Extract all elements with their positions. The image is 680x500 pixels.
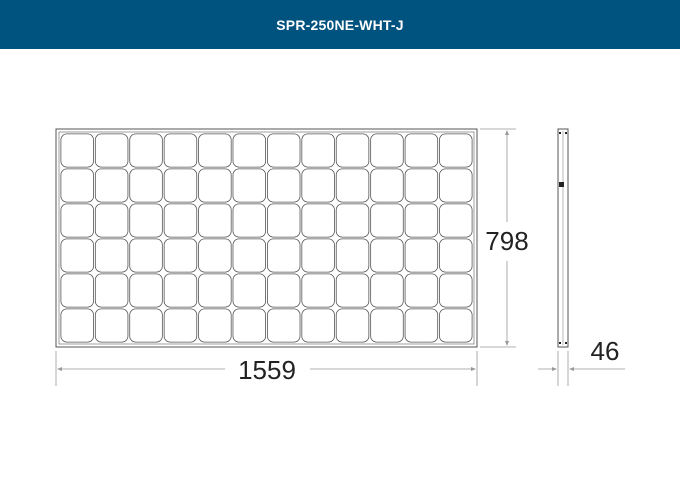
solar-cell (335, 273, 370, 308)
solar-cell (370, 203, 404, 238)
solar-cell (439, 273, 473, 308)
solar-cell (301, 238, 335, 273)
solar-cell (232, 308, 266, 343)
height-arrow-top (505, 130, 509, 135)
solar-cell (198, 273, 232, 308)
height-label: 798 (485, 226, 528, 256)
solar-cell (129, 203, 163, 238)
solar-cell (335, 133, 370, 168)
depth-arrow-left (552, 367, 557, 371)
panel-side-view (557, 128, 569, 348)
solar-cell (198, 203, 232, 238)
cell-grid (60, 133, 473, 343)
solar-cell (404, 168, 439, 203)
solar-cell (94, 203, 129, 238)
side-mark-top-right (565, 132, 567, 134)
width-dimension: 1559 (55, 351, 478, 386)
solar-cell (266, 308, 301, 343)
solar-cell (232, 133, 266, 168)
solar-cell (60, 168, 94, 203)
solar-cell (266, 238, 301, 273)
junction-box-mark (559, 182, 564, 187)
solar-cell (60, 238, 94, 273)
solar-cell (232, 168, 266, 203)
solar-cell (335, 238, 370, 273)
solar-cell (335, 168, 370, 203)
solar-cell (129, 308, 163, 343)
solar-cell (163, 308, 198, 343)
solar-cell (129, 238, 163, 273)
solar-cell (335, 203, 370, 238)
solar-cell (60, 203, 94, 238)
panel-outer-frame (55, 128, 478, 348)
solar-cell (370, 133, 404, 168)
depth-dimension: 46 (538, 336, 625, 386)
solar-cell (370, 238, 404, 273)
solar-cell (404, 238, 439, 273)
solar-cell (94, 168, 129, 203)
solar-cell (129, 273, 163, 308)
solar-cell (335, 308, 370, 343)
height-dimension: 798 (480, 128, 529, 348)
solar-cell (301, 133, 335, 168)
solar-cell (370, 273, 404, 308)
width-arrow-left (57, 367, 62, 371)
solar-cell (232, 273, 266, 308)
solar-cell (439, 203, 473, 238)
width-arrow-right (471, 367, 476, 371)
solar-cell (198, 308, 232, 343)
solar-cell (163, 238, 198, 273)
solar-cell (60, 308, 94, 343)
side-mark-bottom-left (559, 342, 561, 344)
solar-cell (439, 168, 473, 203)
model-title: SPR-250NE-WHT-J (276, 16, 404, 33)
solar-cell (94, 238, 129, 273)
solar-cell (301, 273, 335, 308)
solar-cell (266, 273, 301, 308)
side-view-frame (557, 128, 569, 348)
solar-cell (94, 308, 129, 343)
solar-cell (370, 308, 404, 343)
solar-cell (129, 168, 163, 203)
diagram-area: 798 1559 (0, 49, 680, 500)
solar-cell (266, 168, 301, 203)
solar-cell (439, 238, 473, 273)
solar-cell (301, 203, 335, 238)
solar-cell (439, 133, 473, 168)
depth-arrow-right (569, 367, 574, 371)
solar-cell (266, 203, 301, 238)
solar-cell (198, 168, 232, 203)
solar-cell (266, 133, 301, 168)
solar-cell (404, 308, 439, 343)
solar-cell (198, 133, 232, 168)
solar-cell (94, 133, 129, 168)
side-mark-top-left (559, 132, 561, 134)
solar-cell (404, 273, 439, 308)
solar-cell (60, 133, 94, 168)
solar-cell (301, 168, 335, 203)
solar-cell (163, 273, 198, 308)
solar-cell (60, 273, 94, 308)
width-label: 1559 (238, 355, 296, 385)
solar-cell (163, 133, 198, 168)
solar-cell (129, 133, 163, 168)
solar-cell (301, 308, 335, 343)
solar-cell (198, 238, 232, 273)
depth-label: 46 (591, 336, 620, 366)
solar-cell (404, 133, 439, 168)
solar-cell (370, 168, 404, 203)
solar-cell (232, 203, 266, 238)
solar-cell (404, 203, 439, 238)
panel-inner-frame (58, 131, 475, 345)
panel-dimension-drawing: 798 1559 (55, 128, 625, 386)
solar-cell (94, 273, 129, 308)
solar-cell (439, 308, 473, 343)
panel-front-view (55, 128, 478, 348)
header-bar: SPR-250NE-WHT-J (0, 0, 680, 49)
side-mark-bottom-right (565, 342, 567, 344)
solar-cell (163, 168, 198, 203)
solar-cell (232, 238, 266, 273)
height-arrow-bottom (505, 341, 509, 346)
solar-cell (163, 203, 198, 238)
